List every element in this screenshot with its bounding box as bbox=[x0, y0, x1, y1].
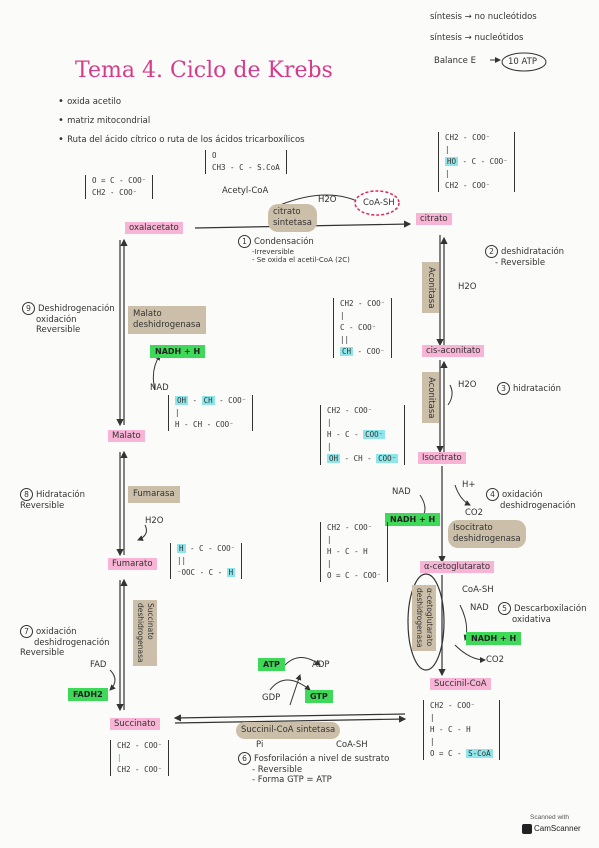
molecule-alfa-cetoglutarato: CH2 - COO⁻ | H - C - H | O = C - COO⁻ bbox=[320, 522, 389, 582]
fadh2-badge: FADH2 bbox=[68, 688, 108, 701]
coa-sh-step6: CoA-SH bbox=[336, 740, 368, 750]
metabolite-isocitrato: Isocitrato bbox=[418, 452, 466, 464]
molecule-oxalacetato: O = C - COO⁻ CH2 - COO⁻ bbox=[85, 175, 154, 199]
camscanner-logo-icon bbox=[522, 824, 532, 834]
coa-sh-step5: CoA-SH bbox=[462, 585, 494, 595]
enzyme-succinato-dh: Succinato deshidrogenasa bbox=[133, 600, 157, 666]
nad-step4: NAD bbox=[392, 487, 411, 497]
molecule-malato: OH - CH - COO⁻ | H - CH - COO⁻ bbox=[168, 395, 254, 431]
metabolite-cis-aconitato: cis-aconitato bbox=[422, 345, 485, 357]
molecule-cis-aconitato: CH2 - COO⁻ | C - COO⁻ || CH - COO⁻ bbox=[333, 298, 393, 358]
enzyme-alfa-cetoglutarato-dh: α-cetoglutarato deshidrogenasa bbox=[412, 585, 436, 651]
molecule-succinil-coa: CH2 - COO⁻ | H - C - H | O = C - S-CoA bbox=[423, 700, 500, 760]
enzyme-malato-dh: Malato deshidrogenasa bbox=[128, 306, 206, 334]
h2o-step2: H2O bbox=[458, 282, 477, 292]
nadh-step4: NADH + H bbox=[385, 513, 441, 526]
gdp-label: GDP bbox=[262, 693, 281, 703]
note-balance-label: Balance E bbox=[434, 56, 476, 66]
pi-step6: Pi bbox=[256, 740, 264, 750]
enzyme-aconitasa-1: Aconitasa bbox=[422, 262, 439, 314]
enzyme-succinil-coa-sintetasa: Succinil-CoA sintetasa bbox=[236, 722, 341, 739]
bullet-1: oxida acetilo bbox=[58, 96, 121, 107]
co2-step5: CO2 bbox=[486, 655, 505, 665]
molecule-succinato: CH2 - COO⁻ | CH2 - COO⁻ bbox=[110, 740, 170, 776]
metabolite-succinil-coa: Succinil-CoA bbox=[430, 678, 491, 690]
nadh-step5: NADH + H bbox=[466, 632, 522, 645]
metabolite-citrato: citrato bbox=[416, 213, 452, 225]
metabolite-succinato: Succinato bbox=[110, 718, 160, 730]
page-title: Tema 4. Ciclo de Krebs bbox=[75, 58, 333, 83]
bullet-3: Ruta del ácido cítrico o ruta de los áci… bbox=[58, 134, 305, 145]
nadh-step9: NADH + H bbox=[150, 345, 206, 358]
note-sintesis-nucleotidos: síntesis → nucleótidos bbox=[430, 33, 524, 43]
molecule-fumarato: H - C - COO⁻ || ⁻OOC - C - H bbox=[170, 543, 243, 579]
coa-sh-released: CoA-SH bbox=[363, 198, 395, 208]
note-balance-value: 10 ATP bbox=[508, 57, 537, 67]
enzyme-isocitrato-dh: Isocitrato deshidrogenasa bbox=[448, 520, 526, 548]
gtp-badge: GTP bbox=[305, 690, 333, 703]
footer-scanned-with: Scanned with bbox=[530, 814, 570, 821]
nad-step5: NAD bbox=[470, 603, 489, 613]
metabolite-malato: Malato bbox=[108, 430, 145, 442]
h2o-step3: H2O bbox=[458, 380, 477, 390]
molecule-isocitrato: CH2 - COO⁻ | H - C - COO⁻ | OH - CH - CO… bbox=[320, 405, 406, 465]
metabolite-fumarato: Fumarato bbox=[108, 558, 157, 570]
note-sintesis-no-nucleotidos: síntesis → no nucleótidos bbox=[430, 12, 537, 22]
molecule-acetyl-coa: O CH3 - C - S.CoA bbox=[205, 150, 287, 174]
metabolite-alfa-cetoglutarato: α-cetoglutarato bbox=[420, 561, 495, 573]
metabolite-oxalacetato: oxalacetato bbox=[125, 222, 183, 234]
atp-badge: ATP bbox=[258, 658, 285, 671]
nad-step9: NAD bbox=[150, 383, 169, 393]
fad-label: FAD bbox=[90, 660, 107, 670]
enzyme-citrato-sintetasa: citrato sintetasa bbox=[268, 204, 317, 232]
bullet-2: matriz mitocondrial bbox=[58, 115, 150, 126]
acetyl-coa-label: Acetyl-CoA bbox=[222, 186, 269, 196]
molecule-citrato: CH2 - COO⁻ | HO - C - COO⁻ | CH2 - COO⁻ bbox=[438, 132, 515, 192]
adp-label: ADP bbox=[312, 660, 330, 670]
footer-camscanner: CamScanner bbox=[522, 824, 581, 834]
h2o-step8: H2O bbox=[145, 516, 164, 526]
enzyme-fumarasa: Fumarasa bbox=[128, 486, 180, 503]
h2o-step1: H2O bbox=[318, 195, 337, 205]
co2-step4: CO2 bbox=[465, 508, 484, 518]
enzyme-aconitasa-2: Aconitasa bbox=[422, 372, 439, 424]
h-plus-step4: H+ bbox=[462, 480, 476, 490]
